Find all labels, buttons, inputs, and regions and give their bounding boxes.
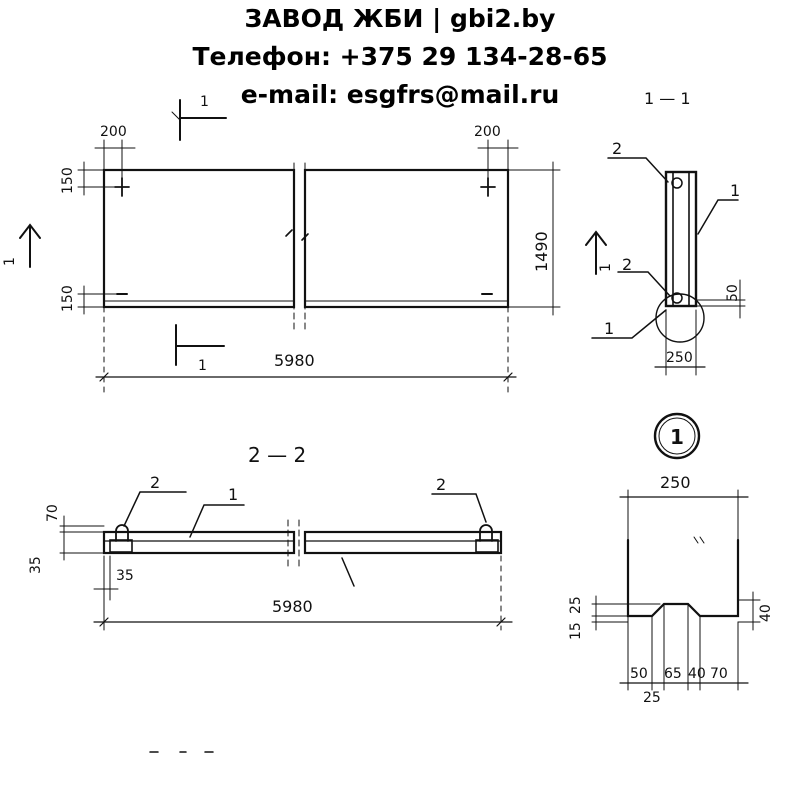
section-1-1-dim-50: 50 <box>725 284 741 302</box>
section-1-1 <box>591 157 746 376</box>
detail-1-width: 250 <box>660 473 691 492</box>
section-mark-left <box>19 223 41 268</box>
section-1-1-pos-2-top: 2 <box>612 139 622 158</box>
detail-1 <box>591 412 761 691</box>
detail-marker-circle <box>653 412 701 460</box>
section-2-2-dim-35-h: 35 <box>116 568 134 584</box>
loop-left <box>115 524 129 542</box>
plan-dim-edge-bottom: 150 <box>60 285 76 312</box>
section-1-1-pos-1-top: 1 <box>730 181 740 200</box>
plan-view <box>19 99 607 396</box>
detail-1-dim-40: 40 <box>758 604 774 622</box>
section-2-2-dim-length: 5980 <box>272 597 313 616</box>
header-company: ЗАВОД ЖБИ | gbi2.by <box>244 4 556 33</box>
section-2-2-dim-35-v: 35 <box>28 556 44 574</box>
plan-panel-left <box>102 168 296 309</box>
detail-1-dim-bottom-3: 40 <box>688 666 706 682</box>
section-2-2-dim-70: 70 <box>45 504 61 522</box>
plan-dim-height: 1490 <box>532 231 551 272</box>
plan-panel-right <box>303 168 510 309</box>
detail-1-dim-bottom-1: 50 <box>630 666 648 682</box>
header-email: e-mail: esgfrs@mail.ru <box>240 80 560 109</box>
lifting-loop-mark <box>480 177 496 197</box>
plan-dim-edge-top: 150 <box>60 167 76 194</box>
section-1-1-dim-250: 250 <box>666 350 693 366</box>
header-phone: Телефон: +375 29 134-28-65 <box>192 42 608 71</box>
section-2-2-pos-2-right: 2 <box>436 475 446 494</box>
plan-cut-mark-top: 1 <box>200 94 209 110</box>
section-mark-bottom <box>175 324 225 366</box>
section-1-1-pos-2-bottom: 2 <box>622 255 632 274</box>
detail-1-dim-25-v: 25 <box>568 596 584 614</box>
header-overlay: ЗАВОД ЖБИ | gbi2.by Телефон: +375 29 134… <box>0 0 800 114</box>
section-2-2 <box>59 491 513 631</box>
section-1-1-pos-1-bottom: 1 <box>604 319 614 338</box>
detail-1-dim-bottom-4: 70 <box>710 666 728 682</box>
section-1-1-title: 1 — 1 <box>644 89 691 108</box>
loop-right <box>479 524 493 542</box>
plan-cut-mark-left: 1 <box>2 257 18 266</box>
plan-cut-mark-bottom: 1 <box>198 358 207 374</box>
section-mark-right <box>585 230 607 275</box>
lifting-loop-mark <box>114 177 130 197</box>
detail-1-dim-bottom-2: 65 <box>664 666 682 682</box>
detail-1-dim-25-bottom: 25 <box>643 690 661 706</box>
plan-dim-offset-left: 200 <box>100 124 127 140</box>
section-2-2-title: 2 — 2 <box>248 443 306 467</box>
detail-1-dim-15: 15 <box>568 622 584 640</box>
section-2-2-pos-2-left: 2 <box>150 473 160 492</box>
plan-dim-length: 5980 <box>274 351 315 370</box>
plan-dim-offset-right: 200 <box>474 124 501 140</box>
section-2-2-pos-1: 1 <box>228 485 238 504</box>
detail-1-marker: 1 <box>670 425 684 449</box>
plan-cut-mark-right: 1 <box>598 263 614 272</box>
